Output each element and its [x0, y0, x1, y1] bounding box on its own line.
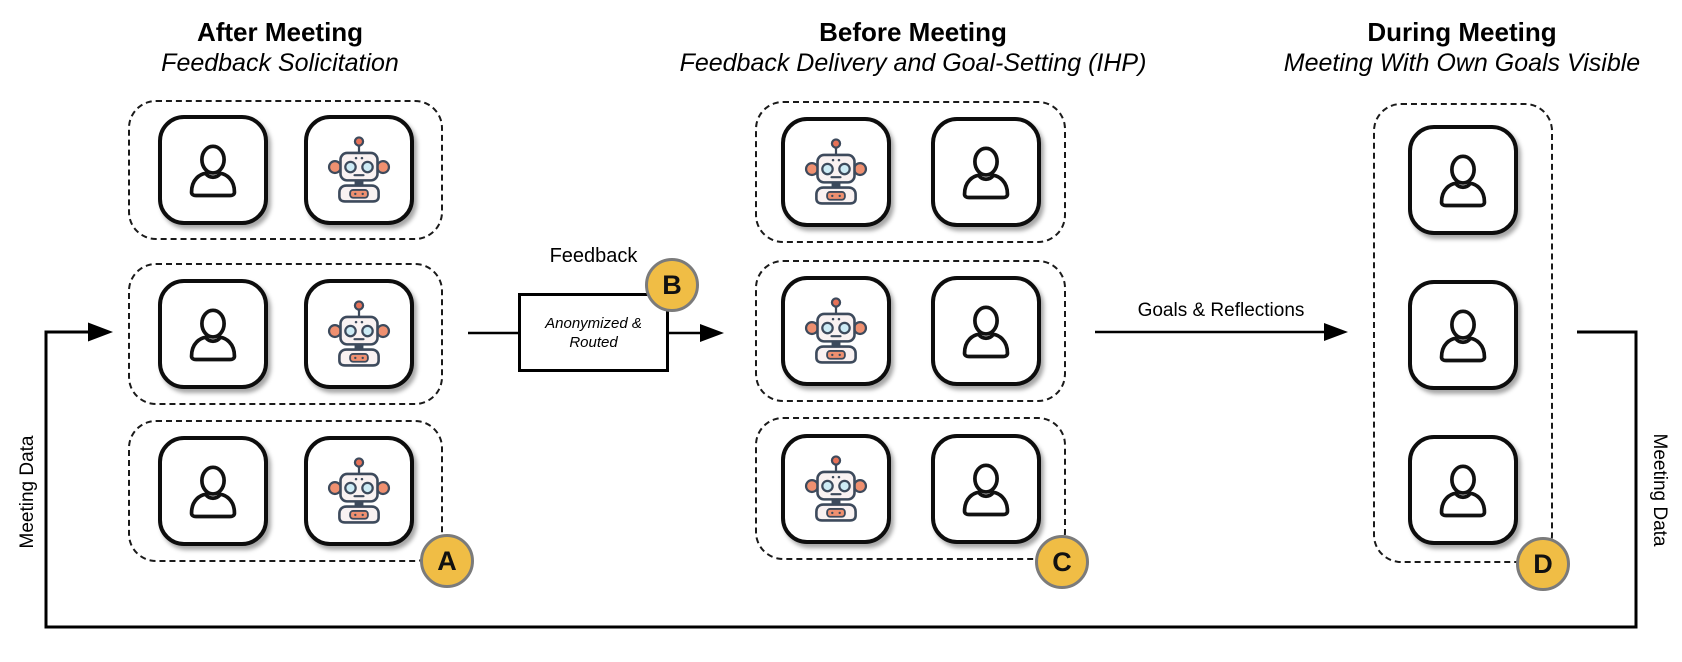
meeting-data-loop-line: [44, 330, 1638, 629]
person-tile: [930, 117, 1041, 227]
after-pair-group-1: [128, 100, 443, 240]
person-tile: [1408, 125, 1518, 235]
person-tile: [1408, 280, 1518, 390]
feedback-box-line1: Anonymized &: [545, 314, 642, 332]
goals-arrow-label: Goals & Reflections: [1137, 300, 1305, 321]
phase-subtitle-before: Feedback Delivery and Goal-Setting (IHP): [679, 49, 1147, 77]
feedback-arrowhead: [700, 324, 724, 342]
before-pair-group-2: [755, 260, 1066, 402]
after-pair-group-2: [128, 263, 443, 405]
robot-tile: [780, 433, 891, 544]
person-tile: [157, 436, 268, 546]
robot-tile: [780, 117, 891, 227]
before-pair-group-1: [755, 101, 1066, 243]
before-pair-group-3: [755, 417, 1066, 560]
robot-tile: [303, 436, 414, 546]
phase-subtitle-during: Meeting With Own Goals Visible: [1283, 49, 1641, 77]
phase-title-after: After Meeting: [196, 17, 364, 47]
person-tile: [930, 433, 1041, 544]
person-tile: [157, 115, 268, 225]
badge-c: C: [1035, 535, 1089, 589]
phase-title-before: Before Meeting: [819, 17, 1007, 47]
goals-arrowhead: [1324, 323, 1348, 341]
robot-tile: [303, 115, 414, 225]
feedback-box-line2: Routed: [569, 333, 618, 351]
phase-header-during: During Meeting Meeting With Own Goals Vi…: [1242, 16, 1682, 78]
robot-tile: [780, 276, 891, 386]
phase-header-after: After Meeting Feedback Solicitation: [80, 16, 480, 78]
after-pair-group-3: [128, 420, 443, 562]
phase-header-before: Before Meeting Feedback Delivery and Goa…: [613, 16, 1213, 78]
feedback-arrow-label: Feedback: [549, 245, 638, 267]
person-tile: [1408, 435, 1518, 545]
person-tile: [157, 279, 268, 389]
feedback-process-box: Anonymized & Routed: [518, 293, 669, 372]
badge-b: B: [645, 258, 699, 312]
badge-a: A: [420, 534, 474, 588]
phase-title-during: During Meeting: [1367, 17, 1557, 47]
badge-d: D: [1516, 537, 1570, 591]
phase-subtitle-after: Feedback Solicitation: [161, 49, 399, 77]
meeting-data-loop-arrowhead: [88, 322, 113, 342]
robot-tile: [303, 279, 414, 389]
person-tile: [930, 276, 1041, 386]
during-participant-group: [1373, 103, 1553, 563]
